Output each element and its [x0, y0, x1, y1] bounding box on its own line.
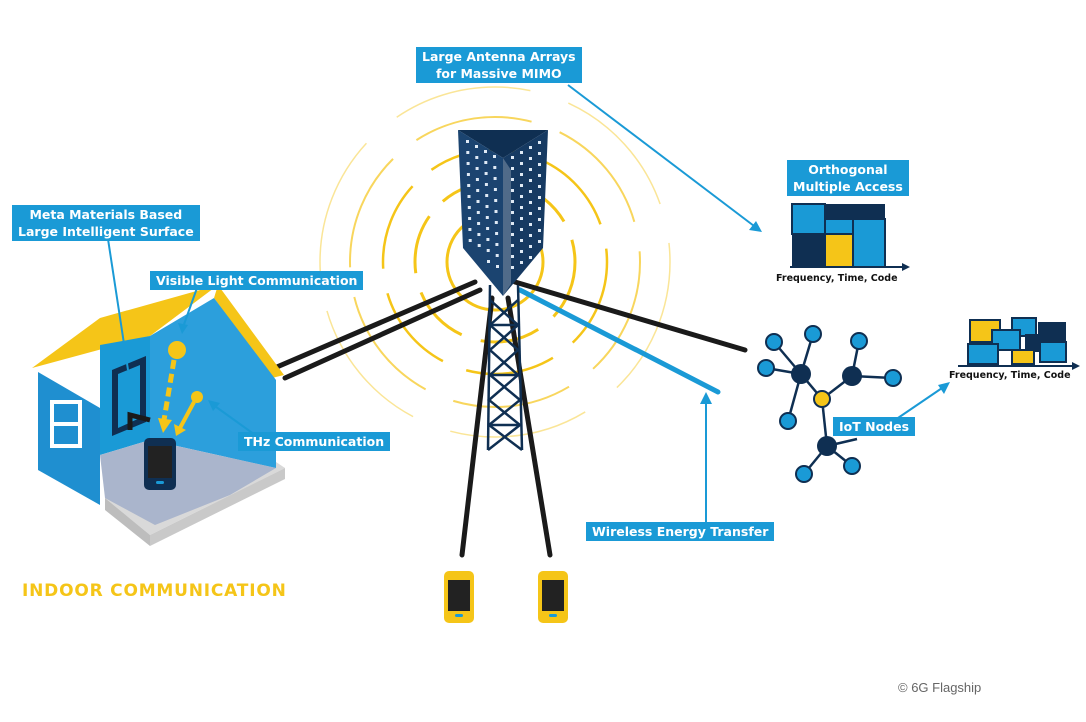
- iot-nodes-label: IoT Nodes: [833, 417, 916, 436]
- noma-chart-icon: [958, 317, 1080, 370]
- antenna-arrays-label: Large Antenna Arrays for Massive MIMO: [416, 47, 582, 83]
- vlc-label: Visible Light Communication: [150, 271, 364, 290]
- house-icon: [32, 285, 285, 546]
- oma-label: Orthogonal Multiple Access: [787, 160, 909, 196]
- meta-surface-label-line2: Large Intelligent Surface: [18, 224, 194, 239]
- cell-tower-icon: [458, 130, 548, 296]
- antenna-arrays-label-line2: for Massive MIMO: [435, 66, 562, 81]
- tower-lattice: [486, 284, 524, 451]
- smartphone-icon: [444, 571, 474, 623]
- meta-surface-label: Meta Materials Based Large Intelligent S…: [12, 205, 200, 241]
- wireless-energy-label: Wireless Energy Transfer: [586, 522, 775, 541]
- indoor-communication-title: INDOOR COMMUNICATION: [22, 581, 287, 601]
- oma-axis-label: Frequency, Time, Code: [776, 273, 898, 284]
- oma-chart-icon: [790, 203, 910, 271]
- label-pointers: [107, 84, 950, 527]
- oma-label-line1: Orthogonal: [808, 162, 888, 177]
- antenna-arrays-label-line1: Large Antenna Arrays: [422, 49, 576, 64]
- copyright-notice: © 6G Flagship: [898, 680, 982, 695]
- thz-label: THz Communication: [238, 432, 391, 451]
- oma-label-line2: Multiple Access: [793, 179, 903, 194]
- tower-links: [127, 279, 748, 558]
- smartphone-icon: [538, 571, 568, 623]
- meta-surface-label-line1: Meta Materials Based: [29, 207, 183, 222]
- network-node-icon: [757, 325, 902, 483]
- noma-axis-label: Frequency, Time, Code: [949, 370, 1071, 381]
